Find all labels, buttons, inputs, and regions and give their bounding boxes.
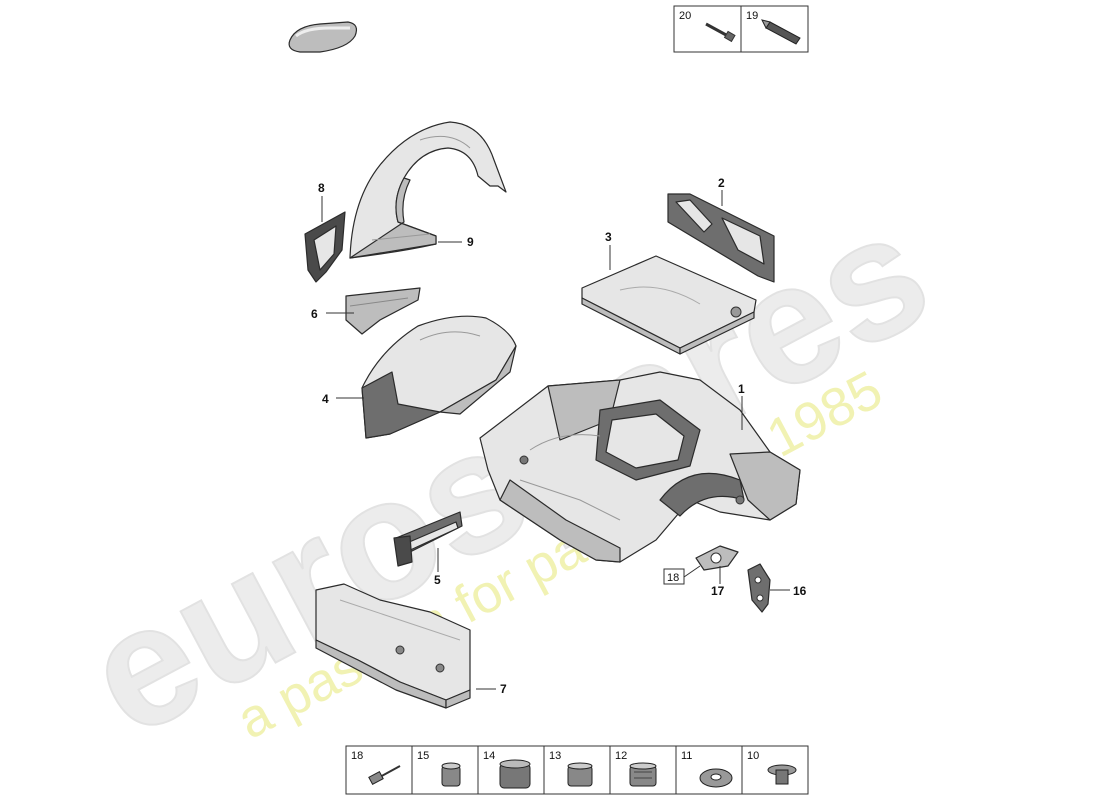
sleeve-icon <box>567 762 593 787</box>
bracket-part <box>393 511 463 567</box>
top-parts-table: 20 19 <box>673 5 809 53</box>
callouts: 8 9 6 4 3 2 1 5 7 17 16 18 <box>311 176 807 696</box>
small-sleeve-icon <box>441 762 461 787</box>
table-cell-15[interactable]: 15 <box>417 750 461 787</box>
part-number: 14 <box>483 750 495 762</box>
part-number: 12 <box>615 750 627 762</box>
threaded-sleeve-icon <box>629 762 657 787</box>
part-number: 18 <box>351 750 363 762</box>
callout-18-box[interactable]: 18 <box>663 568 685 585</box>
bolt-icon <box>767 764 797 785</box>
part-number: 15 <box>417 750 429 762</box>
small-panel-part <box>345 287 421 335</box>
table-cell-20[interactable]: 20 <box>679 10 736 43</box>
rear-panel-part <box>667 193 775 283</box>
callout-3[interactable]: 3 <box>605 230 612 244</box>
part-number: 13 <box>549 750 561 762</box>
blind-rivet-icon <box>368 765 401 786</box>
callout-18: 18 <box>667 572 679 584</box>
callout-9[interactable]: 9 <box>467 235 474 249</box>
callout-17[interactable]: 17 <box>711 584 725 598</box>
large-sleeve-icon <box>499 759 531 789</box>
part-number: 10 <box>747 750 759 762</box>
washer-icon <box>699 768 733 788</box>
callout-2[interactable]: 2 <box>718 176 725 190</box>
cap-part-icon <box>288 21 358 53</box>
callout-4[interactable]: 4 <box>322 392 329 406</box>
leader-lines <box>321 190 790 690</box>
callout-16[interactable]: 16 <box>793 584 807 598</box>
table-cell-11[interactable]: 11 <box>681 750 733 788</box>
table-cell-14[interactable]: 14 <box>483 750 531 789</box>
wheel-arch-part <box>349 121 507 259</box>
screw-icon <box>705 22 736 43</box>
part-number: 19 <box>746 10 758 22</box>
table-cell-13[interactable]: 13 <box>549 750 593 787</box>
callout-5[interactable]: 5 <box>434 573 441 587</box>
part-number: 20 <box>679 10 691 22</box>
inner-wheel-housing-part <box>361 315 517 439</box>
cross-member-part <box>315 583 471 709</box>
small-bracket-part <box>747 563 771 613</box>
rear-body-structure-part <box>479 371 801 563</box>
bottom-parts-table: 18 15 14 13 <box>345 745 809 795</box>
table-cell-18[interactable]: 18 <box>351 750 401 786</box>
table-cell-12[interactable]: 12 <box>615 750 657 787</box>
part-number: 11 <box>681 750 692 762</box>
callout-1[interactable]: 1 <box>738 382 745 396</box>
rivet-tool-icon <box>761 19 801 45</box>
floor-panel-part <box>581 255 757 355</box>
table-cell-10[interactable]: 10 <box>747 750 797 785</box>
side-bracket-part <box>304 211 346 283</box>
table-cell-19[interactable]: 19 <box>746 10 801 45</box>
callout-8[interactable]: 8 <box>318 181 325 195</box>
callout-6[interactable]: 6 <box>311 307 318 321</box>
callout-7[interactable]: 7 <box>500 682 507 696</box>
flange-plate-part <box>695 545 739 571</box>
